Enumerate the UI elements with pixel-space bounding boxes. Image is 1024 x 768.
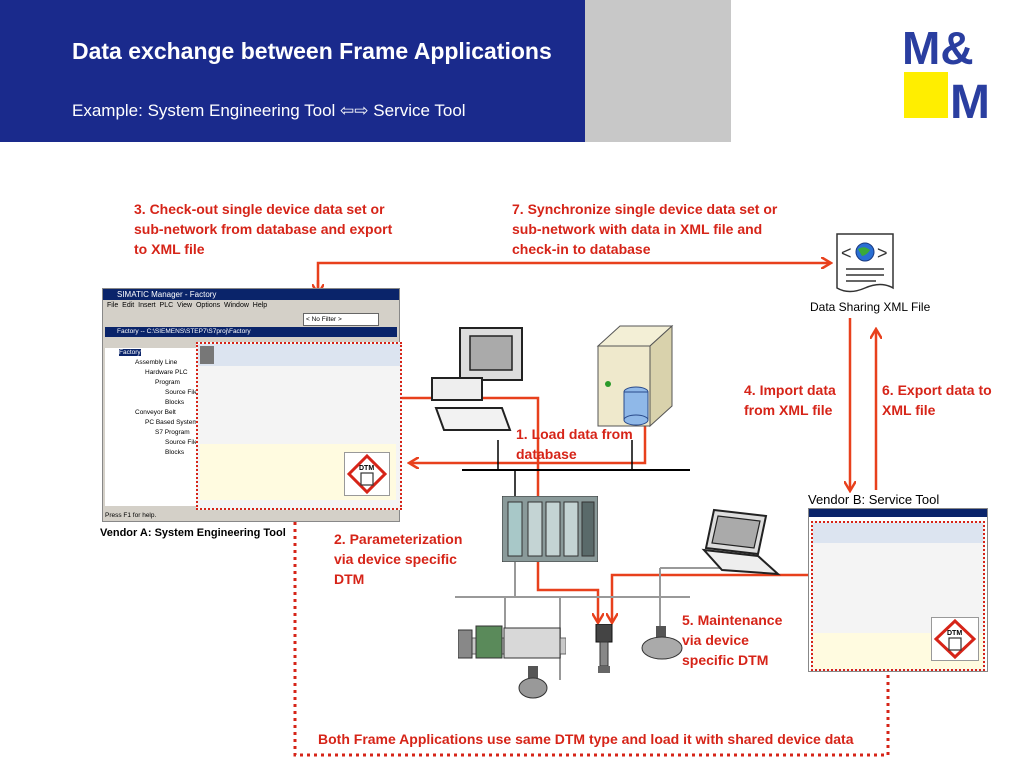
- menu-file[interactable]: File: [107, 302, 119, 309]
- tree-factory[interactable]: Factory: [119, 349, 141, 356]
- tree-source-files-1[interactable]: Source Files: [165, 389, 202, 396]
- device-thumbnail: [200, 346, 214, 364]
- tree-blocks-1[interactable]: Blocks: [165, 399, 185, 406]
- io-module-icon: [458, 625, 566, 659]
- service-titlebar: [809, 509, 987, 517]
- plc-rack-icon: [502, 496, 598, 562]
- project-tree: Factory Assembly Line Hardware PLC Progr…: [105, 348, 202, 506]
- page-title: Data exchange between Frame Applications: [72, 38, 552, 64]
- simatic-titlebar: SIMATIC Manager - Factory: [103, 289, 399, 300]
- tree-conveyor-belt[interactable]: Conveyor Belt: [135, 409, 176, 416]
- tree-source-files-2[interactable]: Source Files: [165, 439, 202, 446]
- database-server-icon: [596, 324, 674, 428]
- dtm-shared-link: [293, 508, 890, 757]
- svg-text:M&: M&: [902, 22, 974, 74]
- dtm-panel-b[interactable]: DTM: [811, 521, 985, 671]
- valve-icon-2: [641, 626, 683, 660]
- label-xml-file: Data Sharing XML File: [810, 300, 931, 314]
- service-tool-window[interactable]: DTM: [808, 508, 988, 672]
- status-bar: Press F1 for help.: [105, 512, 157, 519]
- dtm-badge-a: DTM: [344, 452, 390, 496]
- page-subtitle: Example: System Engineering Tool ⇦⇨ Serv…: [72, 101, 466, 120]
- tree-program[interactable]: Program: [155, 379, 180, 386]
- menu-edit[interactable]: Edit: [122, 302, 135, 309]
- valve-icon-1: [518, 666, 548, 699]
- label-step6: 6. Export data to XML file: [882, 382, 992, 418]
- xml-file-icon: < >: [836, 233, 894, 293]
- simatic-toolbar: < No Filter >: [103, 311, 399, 327]
- mm-logo: M& M: [902, 22, 990, 122]
- header-right-panel: [733, 0, 1024, 142]
- menu-view[interactable]: View: [177, 302, 193, 309]
- tree-hardware-plc[interactable]: Hardware PLC: [145, 369, 188, 376]
- label-step7: 7. Synchronize single device data set or…: [512, 201, 778, 257]
- tree-blocks-2[interactable]: Blocks: [165, 449, 185, 456]
- simatic-menubar: File Edit Insert PLC View Options Window…: [103, 300, 399, 311]
- dtm-panel-a[interactable]: DTM: [196, 342, 402, 510]
- dtm-panel-a-header: [198, 344, 400, 366]
- label-step5: 5. Maintenance via device specific DTM: [682, 612, 783, 668]
- menu-plc[interactable]: PLC: [159, 302, 174, 309]
- tree-assembly-line[interactable]: Assembly Line: [135, 359, 178, 366]
- pressure-transmitter-icon: [595, 624, 613, 673]
- header-blue-panel: [0, 0, 585, 142]
- header-gray-panel: [585, 0, 731, 142]
- arrow-maintenance: [612, 573, 810, 622]
- menu-insert[interactable]: Insert: [138, 302, 156, 309]
- dtm-panel-b-header: [813, 523, 983, 543]
- tree-pc-based-system[interactable]: PC Based System: [145, 419, 198, 426]
- filter-select[interactable]: < No Filter >: [303, 313, 379, 326]
- svg-text:>: >: [877, 243, 888, 263]
- tree-s7-program[interactable]: S7 Program: [155, 429, 190, 436]
- laptop-icon: [701, 508, 781, 576]
- menu-window[interactable]: Window: [224, 302, 249, 309]
- subwindow-title: Factory -- C:\SIEMENS\STEP7\S7proj\Facto…: [105, 327, 397, 337]
- label-step1: 1. Load data from database: [516, 426, 633, 462]
- svg-text:M: M: [950, 76, 990, 122]
- header-divider: [731, 0, 733, 142]
- label-step4: 4. Import data from XML file: [744, 382, 836, 418]
- menu-options[interactable]: Options: [195, 302, 221, 309]
- dtm-badge-b: DTM: [931, 617, 979, 661]
- label-vendor-a: Vendor A: System Engineering Tool: [100, 527, 286, 539]
- label-step3: 3. Check-out single device data set or s…: [134, 201, 393, 257]
- label-vendor-b: Vendor B: Service Tool: [808, 492, 940, 507]
- label-bottom: Both Frame Applications use same DTM typ…: [318, 731, 854, 747]
- label-step2: 2. Parameterization via device specific …: [334, 531, 463, 587]
- workstation-icon: [431, 327, 523, 431]
- menu-help[interactable]: Help: [252, 302, 268, 309]
- svg-text:<: <: [841, 243, 852, 263]
